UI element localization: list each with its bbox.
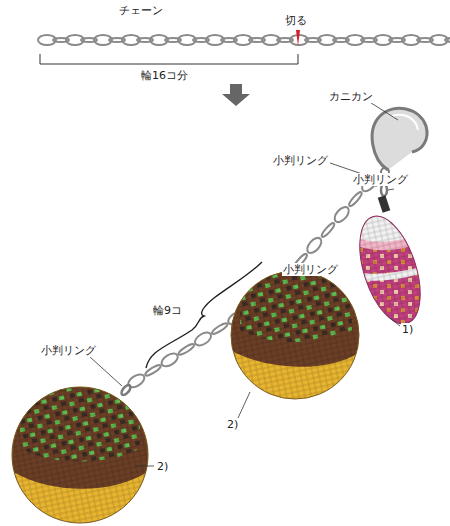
brace [146,262,262,368]
part-name: 小判リング [352,173,409,186]
chain-link [177,342,195,356]
chain-link [126,372,147,390]
leader-line [90,101,400,466]
chain-link [193,330,214,348]
chain-link [445,38,450,42]
lobster-clasp [372,108,427,176]
part-name: 小判リング [40,344,97,357]
callout-number: 2) [226,418,239,431]
chain-link [211,322,229,336]
chain-link [332,205,351,225]
dimension: 輪16コ分 [140,69,189,82]
cut-mark [296,30,300,46]
callout-number: 2) [156,460,169,473]
chain-link [348,191,364,208]
part-name: 小判リング [272,154,329,167]
chain-link [320,222,336,239]
dimension: 輪9コ [152,304,183,317]
cut-label: 切る [284,14,308,27]
part-name: 小判リング [282,263,339,276]
chain-link [305,235,324,255]
part-name: カニカン [328,90,374,103]
bead-ball [230,270,360,400]
callout-number: 1) [401,323,414,336]
chain-label: チェーン [118,4,164,17]
arrow-down [222,84,250,106]
bead-ball [10,385,150,525]
bracket [40,54,298,64]
chain-link [159,351,180,369]
chain [38,35,450,45]
